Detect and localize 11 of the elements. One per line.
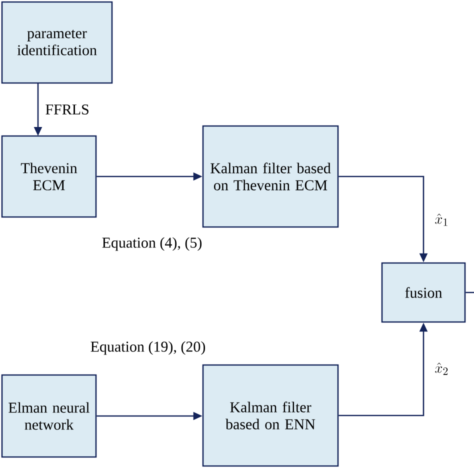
edge-label: $\hat{x}_1$ — [435, 214, 448, 226]
process-box: parameter identification — [1, 1, 113, 84]
edge-label: FFRLS — [46, 104, 88, 115]
process-box: Elman neural network — [1, 374, 97, 458]
edge-label: $\hat{x}_2$ — [435, 362, 448, 375]
equation-label: Equation (19), (20) — [90, 341, 206, 355]
process-box: Kalman filter based on Thevenin ECM — [202, 125, 339, 228]
process-box: fusion — [381, 262, 466, 323]
process-box: Kalman filter based on ENN — [202, 364, 339, 467]
equation-label: Equation (4), (5) — [102, 237, 202, 251]
process-box: Thevenin ECM — [1, 135, 97, 218]
